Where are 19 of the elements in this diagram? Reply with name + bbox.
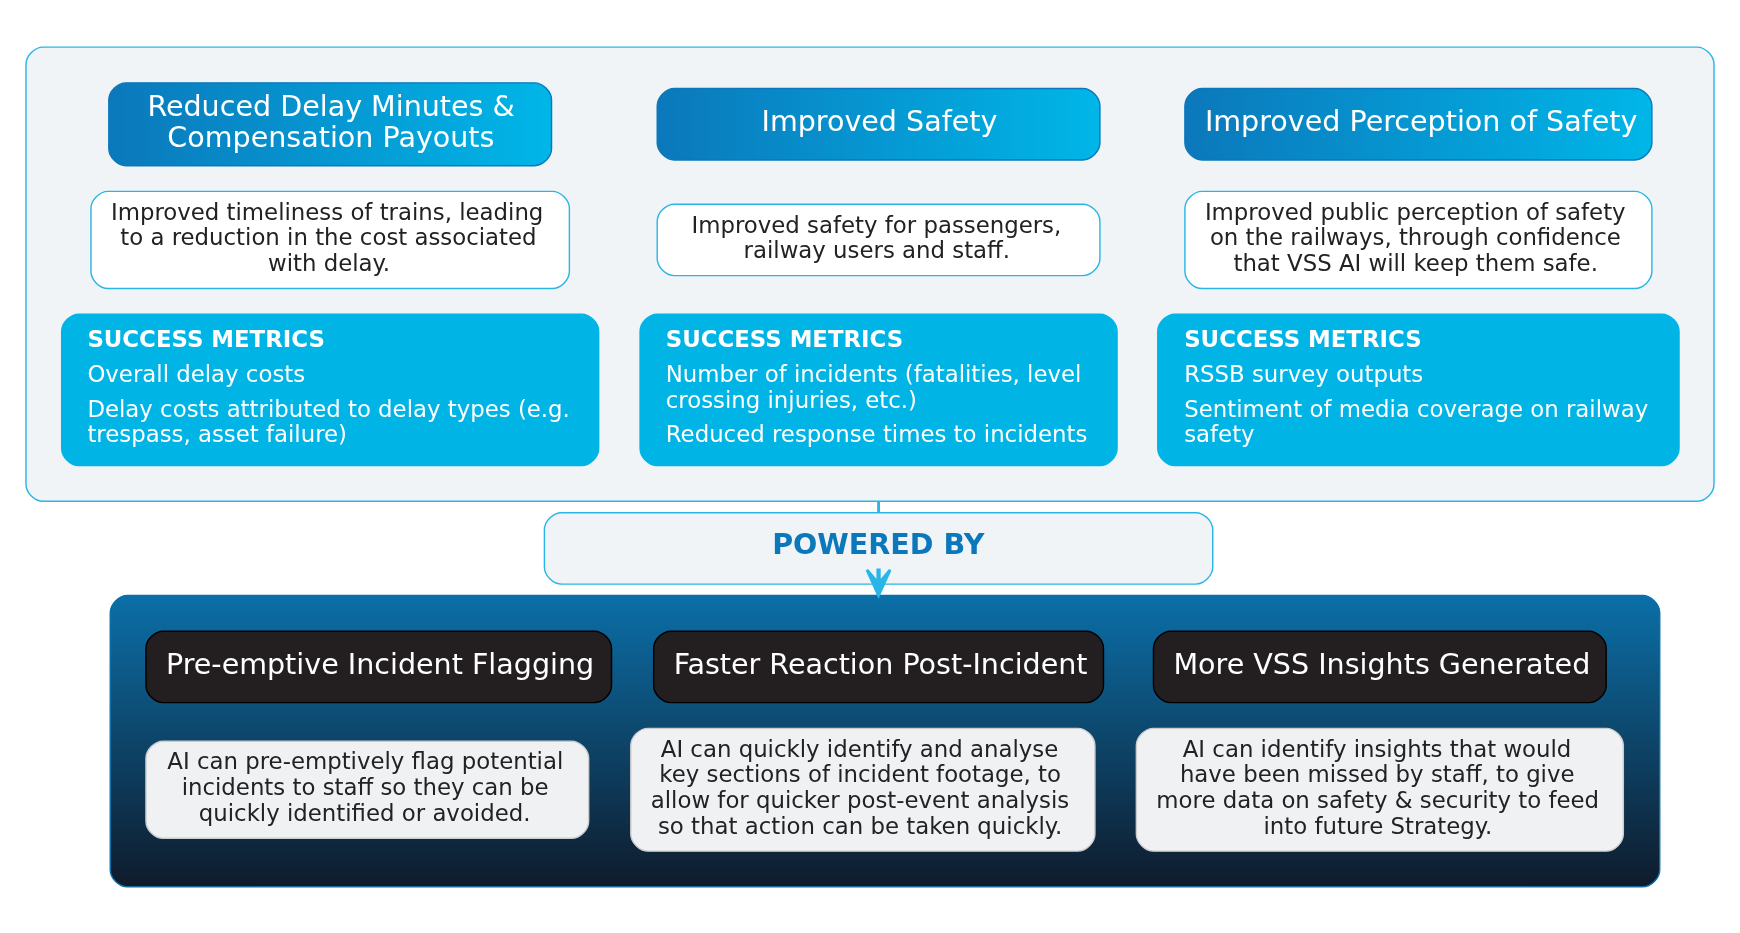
node-box: SUCCESS METRICS RSSB survey outputs Sentiment of media coverage on railway safety (1157, 312, 1680, 466)
node-box: SUCCESS METRICS Overall delay costs Delay costs attributed to delay types (e.g. trespass, asset failure) (60, 312, 600, 466)
node-box: Improved Safety (656, 87, 1101, 161)
cluster (25, 45, 1715, 502)
node-box: More VSS Insights Generated (1152, 630, 1607, 703)
node-box: Improved Perception of Safety (1184, 87, 1653, 161)
node-box: AI can identify insights that would have been missed by staff, to give more data on safety & security to feed into future Strategy. (1135, 727, 1625, 852)
node-box: Improved timeliness of trains, leading to a reduction in the cost associated with delay. (90, 190, 571, 289)
node-box: AI can quickly identify and analyse key sections of incident footage, to allow for quicker post-event analysis so that action can be taken quickly. (630, 727, 1096, 852)
node-box: Reduced Delay Minutes & Compensation Payouts (108, 81, 553, 166)
node-box: Pre-emptive Incident Flagging (145, 630, 613, 703)
node-box: Faster Reaction Post-Incident (652, 630, 1105, 703)
cluster (109, 594, 1661, 888)
connector (877, 500, 880, 512)
node-box: Improved safety for passengers, railway users and staff. (656, 203, 1101, 276)
arrow (865, 567, 892, 597)
node-box: AI can pre-emptively flag potential incidents to staff so they can be quickly identified or avoided. (145, 740, 590, 839)
node-box: Improved public perception of safety on the railways, through confidence that VSS AI will keep them safe. (1184, 190, 1653, 289)
node-box: SUCCESS METRICS Number of incidents (fatalities, level crossing injuries, etc.) Reduced response times to incidents (639, 312, 1118, 466)
